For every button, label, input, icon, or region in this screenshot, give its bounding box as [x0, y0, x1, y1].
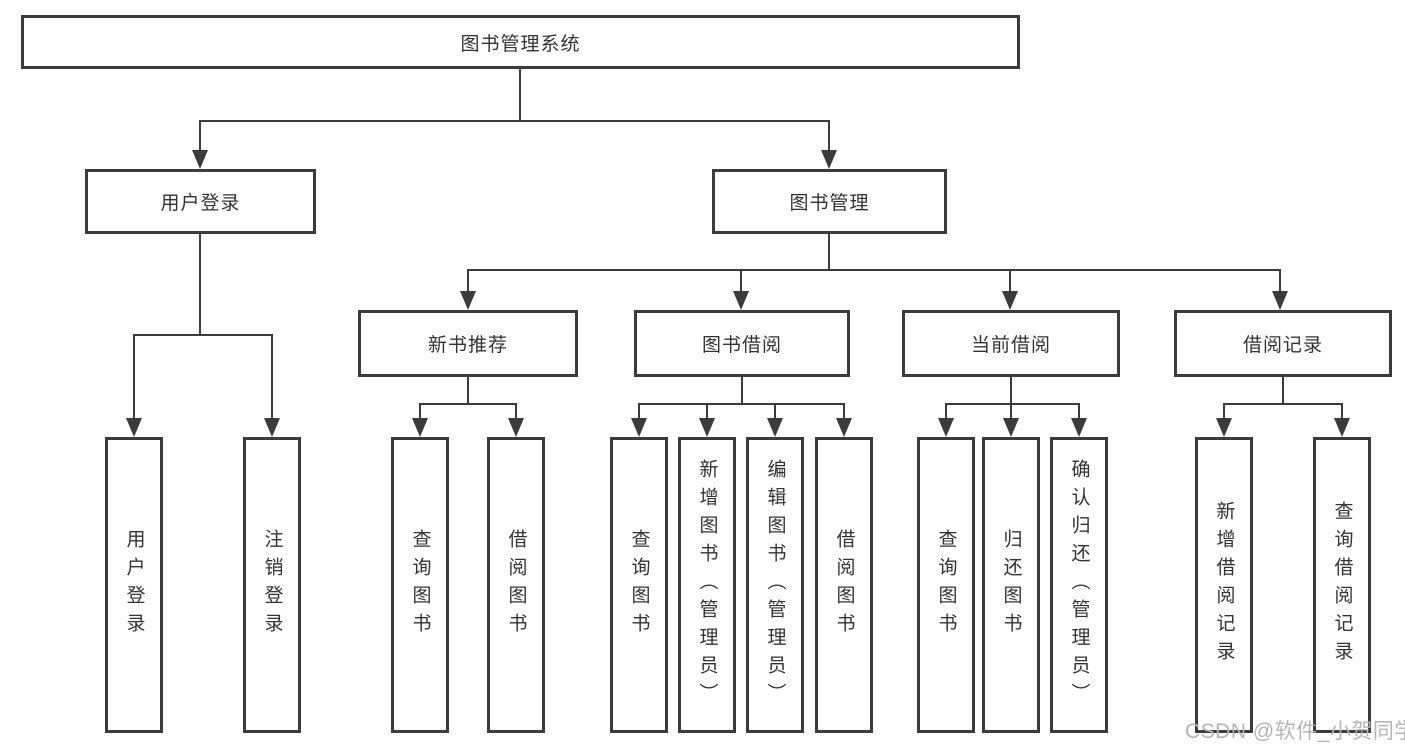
connector-book-borrow-stem	[741, 377, 743, 405]
node-library-management-system: 图书管理系统	[21, 15, 1020, 69]
leaf-borrow-books-borrow: 借阅图书	[815, 437, 873, 733]
node-label: 借阅记录	[1242, 335, 1323, 356]
connector-drop-leaf	[945, 403, 947, 420]
node-new-book-recommend: 新书推荐	[358, 310, 578, 377]
connector-user-login-stem	[199, 234, 201, 336]
node-label: 图书管理系统	[460, 33, 581, 55]
connector-drop-leaf	[1223, 403, 1225, 420]
connector-new-book-recommend-hline	[419, 403, 517, 405]
arrow-down-icon	[126, 418, 142, 437]
node-borrow-records: 借阅记录	[1174, 310, 1392, 377]
arrow-down-icon	[508, 418, 524, 437]
arrow-down-icon	[264, 418, 280, 437]
connector-current-borrow-hline	[945, 403, 1080, 405]
connector-user-login-hline	[133, 334, 273, 336]
node-current-borrow: 当前借阅	[902, 310, 1120, 377]
leaf-query-borrow-record: 查询借阅记录	[1313, 437, 1371, 733]
leaf-query-books-borrow: 查询图书	[610, 437, 668, 733]
arrow-down-icon	[412, 418, 428, 437]
arrow-down-icon	[1002, 291, 1018, 310]
leaf-return-book: 归还图书	[982, 437, 1040, 733]
arrow-down-icon	[836, 418, 852, 437]
connector-drop-leaf	[638, 403, 640, 420]
node-label: 图书管理	[789, 193, 870, 214]
arrow-down-icon	[767, 418, 783, 437]
connector-drop-leaf	[1010, 403, 1012, 420]
leaf-borrow-books-recommend: 借阅图书	[487, 437, 545, 733]
connector-drop-leaf-user-login	[133, 334, 135, 420]
leaf-confirm-return-admin: 确认归还（管理员）	[1050, 437, 1108, 733]
leaf-logout: 注销登录	[243, 437, 301, 733]
connector-drop-book-management	[828, 120, 830, 152]
connector-book-management-stem	[828, 233, 830, 271]
connector-drop-user-login	[199, 120, 201, 152]
connector-drop-book-borrow	[740, 269, 742, 293]
leaf-add-book-admin: 新增图书（管理员）	[678, 437, 736, 733]
arrow-down-icon	[938, 418, 954, 437]
node-book-borrow: 图书借阅	[634, 310, 850, 377]
connector-root-stem	[519, 69, 521, 121]
connector-drop-leaf	[1078, 403, 1080, 420]
arrow-down-icon	[631, 418, 647, 437]
leaf-query-books-current: 查询图书	[917, 437, 975, 733]
connector-drop-current-borrow	[1009, 269, 1011, 293]
node-label: 新书推荐	[427, 335, 508, 356]
arrow-down-icon	[1334, 418, 1350, 437]
connector-book-management-hline	[467, 269, 1281, 271]
connector-drop-borrow-records	[1279, 269, 1281, 293]
node-user-login: 用户登录	[85, 169, 316, 234]
connector-new-book-recommend-stem	[467, 377, 469, 405]
node-label: 图书借阅	[701, 335, 782, 356]
connector-drop-leaf	[843, 403, 845, 420]
arrow-down-icon	[821, 150, 837, 169]
node-label: 当前借阅	[970, 335, 1051, 356]
leaf-user-login: 用户登录	[105, 437, 163, 733]
arrow-down-icon	[192, 150, 208, 169]
connector-drop-leaf	[774, 403, 776, 420]
arrow-down-icon	[460, 291, 476, 310]
arrow-down-icon	[1003, 418, 1019, 437]
node-label: 用户登录	[160, 193, 241, 214]
arrow-down-icon	[733, 291, 749, 310]
leaf-add-borrow-record: 新增借阅记录	[1195, 437, 1253, 733]
connector-level1-hline	[199, 120, 830, 122]
leaf-edit-book-admin: 编辑图书（管理员）	[746, 437, 804, 733]
arrow-down-icon	[699, 418, 715, 437]
arrow-down-icon	[1272, 291, 1288, 310]
connector-drop-leaf-logout	[271, 334, 273, 420]
connector-drop-leaf	[515, 403, 517, 420]
connector-book-borrow-hline	[638, 403, 845, 405]
connector-borrow-records-hline	[1223, 403, 1343, 405]
node-book-management: 图书管理	[712, 169, 947, 234]
leaf-query-books-recommend: 查询图书	[391, 437, 449, 733]
arrow-down-icon	[1071, 418, 1087, 437]
connector-drop-leaf	[419, 403, 421, 420]
connector-borrow-records-stem	[1282, 377, 1284, 405]
connector-drop-new-book-recommend	[467, 269, 469, 293]
csdn-watermark: CSDN @软件_小贺同学	[1185, 720, 1405, 743]
connector-drop-leaf	[1341, 403, 1343, 420]
connector-current-borrow-stem	[1010, 377, 1012, 405]
connector-drop-leaf	[706, 403, 708, 420]
arrow-down-icon	[1216, 418, 1232, 437]
